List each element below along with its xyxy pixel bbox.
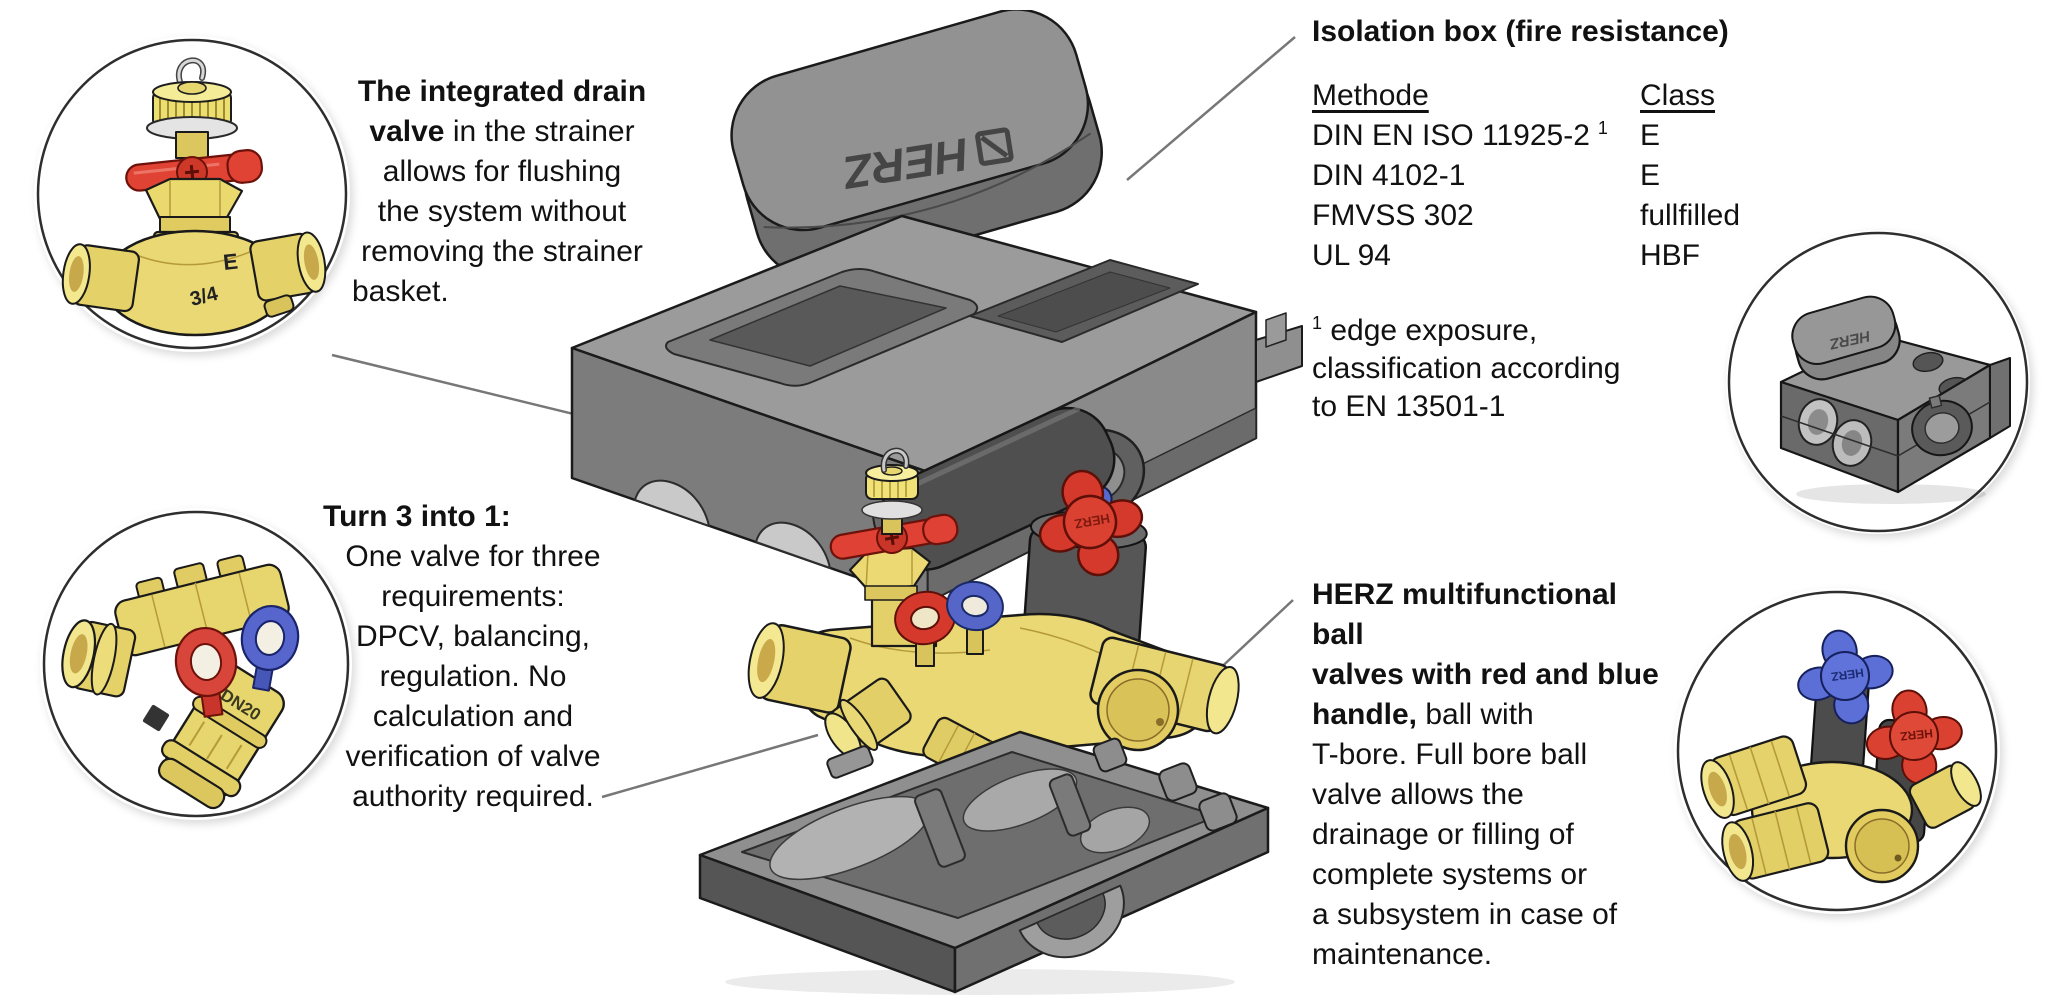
column-header-class: Class xyxy=(1640,79,1716,112)
callout-line: valve allows the xyxy=(1312,778,1524,811)
herz-logo-text: HERZ xyxy=(1073,511,1111,532)
blue-ring-handle xyxy=(946,580,1004,655)
callout-line: complete systems or xyxy=(1312,858,1588,891)
callout-line: maintenance. xyxy=(1312,938,1493,971)
ribbed-cap xyxy=(865,464,919,500)
callout-line: calculation and xyxy=(372,700,574,733)
herz-cap: HERZ xyxy=(1791,295,1901,381)
blue-ring-handle xyxy=(240,605,300,692)
isolation-box-panel: Isolation box (fire resistance) Methode C… xyxy=(1312,12,1872,426)
inset-ball-valves: HERZ HERZ xyxy=(1674,588,2000,914)
table-header-row: Methode Class xyxy=(1312,76,1872,116)
ball-valves-illustration: HERZ HERZ xyxy=(1700,629,1982,884)
leader-line-ball-valves xyxy=(1212,599,1294,676)
callout-line: authority required. xyxy=(352,780,594,813)
red-ring-handle xyxy=(174,626,238,718)
red-t-handle xyxy=(829,513,959,560)
leader-line-dpcv xyxy=(601,733,819,799)
front-pipe-notch xyxy=(1018,884,1125,959)
callout-line: requirements: xyxy=(381,580,565,613)
red-knob-handle: HERZ xyxy=(1865,689,1963,785)
callout-line: a subsystem in case of xyxy=(1312,898,1618,931)
callout-line: handle, ball with xyxy=(1312,698,1534,731)
callout-line: HERZ multifunctional ball xyxy=(1312,578,1617,651)
callout-line: valve in the strainer xyxy=(369,115,635,148)
strainer-class-marking: E xyxy=(222,249,239,275)
left-port xyxy=(747,622,852,714)
isolation-box-cap: HERZ xyxy=(730,10,1103,280)
callout-line: regulation. No xyxy=(379,660,567,693)
valve-assembly: HERZ xyxy=(747,406,1240,801)
callout-line: valves with red and blue xyxy=(1312,658,1659,691)
pipe-hole xyxy=(1911,394,1973,457)
callout-line: One valve for three xyxy=(345,540,601,573)
leader-line-isolation-box xyxy=(1126,36,1296,181)
callout-turn3-text: Turn 3 into 1: One valve for three requi… xyxy=(323,497,623,817)
strainer-valve-illustration: E 3/4 xyxy=(61,57,327,337)
callout-line: basket. xyxy=(352,275,449,308)
lower-union-nut xyxy=(1721,802,1830,882)
footnote-line: to EN 13501-1 xyxy=(1312,390,1506,423)
inset-isolation-box: HERZ xyxy=(1726,230,2030,534)
isolation-box-bottom-half xyxy=(698,730,1270,995)
herz-logo-text: HERZ xyxy=(1900,726,1934,743)
isolation-box-title: Isolation box (fire resistance) xyxy=(1312,15,1729,48)
callout-line: T-bore. Full bore ball xyxy=(1312,738,1588,771)
footnote-line: classification according xyxy=(1312,352,1621,385)
dpcv-valve-illustration: DN20 xyxy=(61,554,300,810)
isolation-box-illustration: HERZ xyxy=(1779,295,2011,504)
red-ring-handle xyxy=(894,590,956,667)
blue-knob-handle: HERZ xyxy=(1797,629,1894,725)
inset-dpcv-valve: DN20 xyxy=(40,508,352,820)
inset-strainer-valve: E 3/4 xyxy=(34,36,350,352)
red-knob-handle: HERZ xyxy=(1038,469,1144,577)
upper-union-nut xyxy=(1700,735,1808,819)
isolation-box-footnote: 1 edge exposure, classification accordin… xyxy=(1312,312,1872,426)
callout-line: allows for flushing xyxy=(382,155,622,188)
callout-drain-valve-text: The integrated drain valve in the strain… xyxy=(352,72,652,312)
exploded-view-illustration: HERZ xyxy=(570,10,1303,995)
callout-title: Turn 3 into 1: xyxy=(323,500,511,533)
callout-line: drainage or filling of xyxy=(1312,818,1574,851)
callout-line: DPCV, balancing, xyxy=(355,620,591,653)
callout-line: removing the strainer xyxy=(361,235,643,268)
callout-line: verification of valve xyxy=(345,740,601,773)
callout-line: the system without xyxy=(377,195,627,228)
callout-line: The integrated drain xyxy=(357,75,647,108)
callout-ball-valves-text: HERZ multifunctional ball valves with re… xyxy=(1312,575,1672,975)
column-header-method: Methode xyxy=(1312,79,1429,112)
footnote-line: 1 edge exposure, xyxy=(1312,313,1538,347)
herz-logo-text: HERZ xyxy=(1830,665,1864,683)
